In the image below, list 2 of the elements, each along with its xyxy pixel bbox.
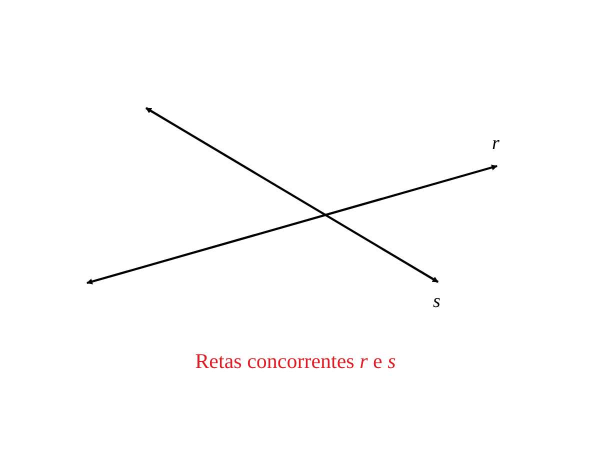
line-label: s <box>433 292 440 311</box>
line-label: r <box>492 134 500 153</box>
